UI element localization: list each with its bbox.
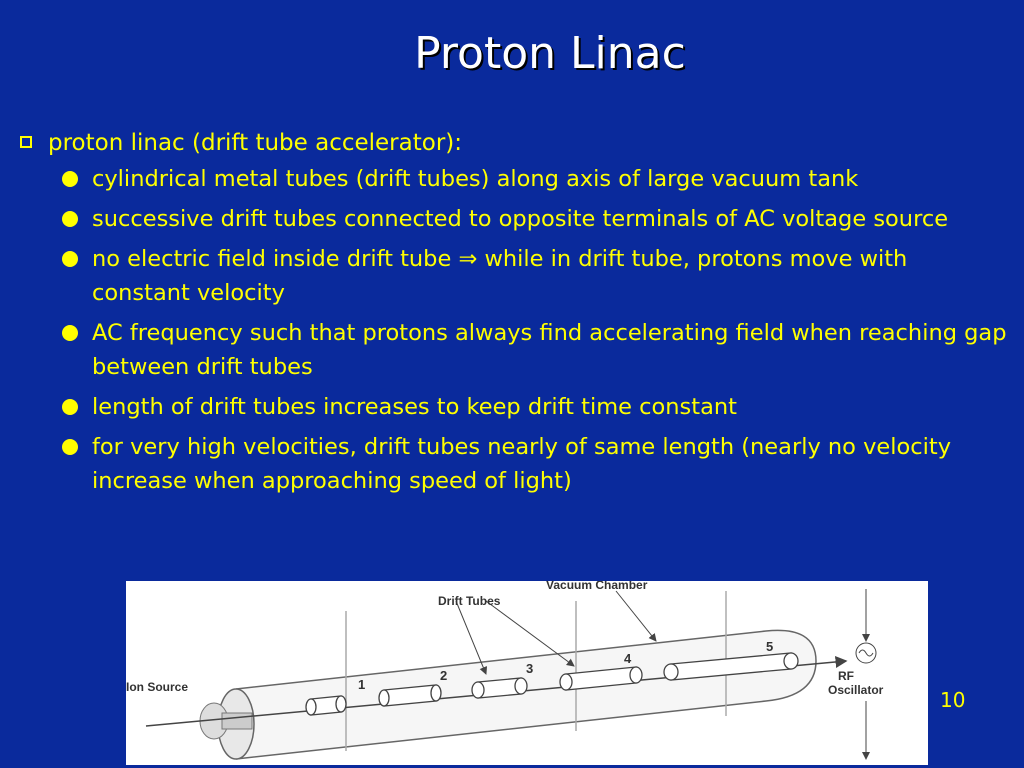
tube-number: 4 [624, 651, 632, 666]
round-bullet-icon [62, 439, 78, 455]
bullet-text: no electric field inside drift tube ⇒ wh… [92, 246, 908, 306]
round-bullet-icon [62, 325, 78, 341]
vacuum-chamber-label: Vacuum Chamber [546, 581, 648, 592]
drift-tube-4 [559, 666, 643, 691]
tube-number: 1 [358, 677, 365, 692]
round-bullet-icon [62, 251, 78, 267]
slide-body: proton linac (drift tube accelerator): c… [20, 126, 1020, 504]
page-number: 10 [940, 688, 966, 712]
bullet-item: for very high velocities, drift tubes ne… [62, 430, 1020, 498]
drift-tube-2 [378, 684, 442, 707]
drift-tube-5 [663, 652, 799, 681]
main-point: proton linac (drift tube accelerator): [20, 126, 1020, 160]
bullet-item: length of drift tubes increases to keep … [62, 390, 1020, 424]
drift-tubes [305, 652, 799, 716]
ion-source-label: Ion Source [126, 680, 188, 694]
bullet-text: cylindrical metal tubes (drift tubes) al… [92, 166, 859, 192]
round-bullet-icon [62, 211, 78, 227]
bullet-list: cylindrical metal tubes (drift tubes) al… [62, 162, 1020, 498]
drift-tube-3 [471, 677, 528, 699]
tube-number: 5 [766, 639, 773, 654]
rf-oscillator [855, 642, 877, 664]
slide-title: Proton Linac [414, 28, 686, 79]
bullet-text: AC frequency such that protons always fi… [92, 320, 1007, 380]
label-leaders [455, 589, 870, 760]
oscillator-label: Oscillator [828, 683, 884, 697]
drift-tubes-label: Drift Tubes [438, 594, 501, 608]
round-bullet-icon [62, 399, 78, 415]
rf-label: RF [838, 669, 854, 683]
linac-diagram: 1 2 3 4 5 Vacuum Chamber Drift Tubes Ion… [126, 581, 928, 765]
tube-number: 3 [526, 661, 533, 676]
tube-number: 2 [440, 668, 447, 683]
bullet-item: AC frequency such that protons always fi… [62, 316, 1020, 384]
bullet-item: no electric field inside drift tube ⇒ wh… [62, 242, 1020, 310]
bullet-item: cylindrical metal tubes (drift tubes) al… [62, 162, 1020, 196]
bullet-text: length of drift tubes increases to keep … [92, 394, 737, 420]
bullet-text: for very high velocities, drift tubes ne… [92, 434, 952, 494]
bullet-text: successive drift tubes connected to oppo… [92, 206, 949, 232]
drift-tube-1 [305, 695, 347, 716]
round-bullet-icon [62, 171, 78, 187]
square-bullet-icon [20, 136, 32, 148]
main-point-text: proton linac (drift tube accelerator): [48, 130, 462, 156]
bullet-item: successive drift tubes connected to oppo… [62, 202, 1020, 236]
linac-diagram-svg: 1 2 3 4 5 Vacuum Chamber Drift Tubes Ion… [126, 581, 884, 760]
